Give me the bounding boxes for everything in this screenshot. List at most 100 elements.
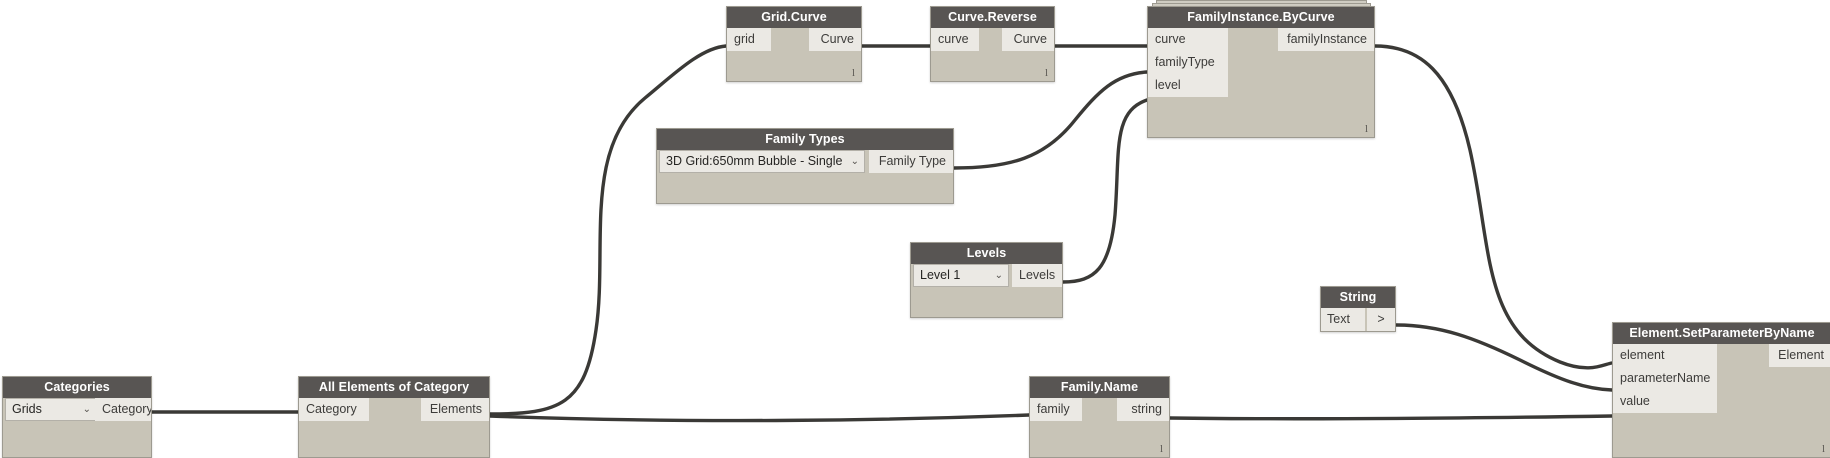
- node-title-family-name: Family.Name: [1030, 377, 1169, 398]
- port-out-familytypes-familytype[interactable]: Family Type: [869, 150, 953, 173]
- ports-family-instance-by-curve: curve familyInstance familyType level: [1148, 28, 1374, 97]
- categories-dropdown-value: Grids: [12, 402, 42, 416]
- node-foot-family-name: l: [1030, 421, 1169, 457]
- node-foot-family-types: [657, 173, 953, 203]
- port-in-gridcurve-grid[interactable]: grid: [727, 28, 771, 51]
- wire-familyinstance-to-setparameter: [1373, 44, 1614, 370]
- node-levels[interactable]: Levels Level 1 ⌄ Levels: [910, 242, 1063, 318]
- port-row-familyinstance-1: familyType: [1148, 51, 1374, 74]
- node-string[interactable]: String Text >: [1320, 286, 1396, 332]
- port-out-curvereverse-curve[interactable]: Curve: [1002, 28, 1054, 51]
- wire-familytypes-to-familyinstance: [952, 70, 1149, 170]
- port-out-gridcurve-curve[interactable]: Curve: [809, 28, 861, 51]
- ports-string: Text >: [1321, 308, 1395, 331]
- node-family-types[interactable]: Family Types 3D Grid:650mm Bubble - Sing…: [656, 128, 954, 204]
- node-foot-grid-curve: l: [727, 51, 861, 81]
- port-row-string-0: Text >: [1321, 308, 1395, 331]
- node-foot-levels: [911, 287, 1062, 317]
- port-row-curvereverse-0: curve Curve: [931, 28, 1054, 51]
- node-family-name[interactable]: Family.Name family string l: [1029, 376, 1170, 458]
- node-element-set-parameter-by-name[interactable]: Element.SetParameterByName element Eleme…: [1612, 322, 1830, 458]
- wire-allelements-to-familyname: [488, 413, 1031, 423]
- port-out-categories-category[interactable]: Category: [95, 398, 151, 421]
- node-foot-family-instance-by-curve: l: [1148, 97, 1374, 137]
- node-body-family-types: 3D Grid:650mm Bubble - Single ⌄ Family T…: [657, 150, 953, 203]
- chevron-down-icon: ⌄: [994, 270, 1003, 281]
- node-body-family-name: family string l: [1030, 398, 1169, 457]
- string-text-input[interactable]: Text: [1321, 308, 1365, 331]
- node-body-element-set-parameter-by-name: element Element parameterName value l: [1613, 344, 1830, 457]
- levels-dropdown-value: Level 1: [920, 268, 961, 282]
- port-row-setparameter-2: value: [1613, 390, 1830, 413]
- port-row-categories-0: Grids ⌄ Category: [3, 398, 151, 421]
- node-title-curve-reverse: Curve.Reverse: [931, 7, 1054, 28]
- node-foot-element-set-parameter-by-name: l: [1613, 413, 1830, 457]
- port-in-familyname-family[interactable]: family: [1030, 398, 1082, 421]
- port-row-familyinstance-0: curve familyInstance: [1148, 28, 1374, 51]
- port-in-allelements-category[interactable]: Category: [299, 398, 369, 421]
- port-row-allelements-0: Category Elements: [299, 398, 489, 421]
- node-body-curve-reverse: curve Curve l: [931, 28, 1054, 81]
- node-family-instance-by-curve[interactable]: FamilyInstance.ByCurve curve familyInsta…: [1147, 6, 1375, 138]
- port-out-familyname-string[interactable]: string: [1117, 398, 1169, 421]
- node-title-element-set-parameter-by-name: Element.SetParameterByName: [1613, 323, 1830, 344]
- node-body-grid-curve: grid Curve l: [727, 28, 861, 81]
- ports-all-elements-of-category: Category Elements: [299, 398, 489, 421]
- wire-familyname-to-setparameter: [1168, 414, 1614, 421]
- lacing-indicator-curve-reverse: l: [1044, 67, 1048, 79]
- port-in-familyinstance-familytype[interactable]: familyType: [1148, 51, 1228, 74]
- levels-dropdown[interactable]: Level 1 ⌄: [913, 264, 1009, 287]
- port-row-familytypes-0: 3D Grid:650mm Bubble - Single ⌄ Family T…: [657, 150, 953, 173]
- node-title-string: String: [1321, 287, 1395, 308]
- port-out-familyinstance-familyinstance[interactable]: familyInstance: [1278, 28, 1374, 51]
- node-foot-categories: [3, 421, 151, 457]
- node-body-categories: Grids ⌄ Category: [3, 398, 151, 457]
- node-body-all-elements-of-category: Category Elements: [299, 398, 489, 457]
- port-row-familyinstance-2: level: [1148, 74, 1374, 97]
- port-row-setparameter-1: parameterName: [1613, 367, 1830, 390]
- port-row-setparameter-0: element Element: [1613, 344, 1830, 367]
- port-in-curvereverse-curve[interactable]: curve: [931, 28, 979, 51]
- node-all-elements-of-category[interactable]: All Elements of Category Category Elemen…: [298, 376, 490, 458]
- node-grid-curve[interactable]: Grid.Curve grid Curve l: [726, 6, 862, 82]
- port-row-gridcurve-0: grid Curve: [727, 28, 861, 51]
- node-title-categories: Categories: [3, 377, 151, 398]
- node-curve-reverse[interactable]: Curve.Reverse curve Curve l: [930, 6, 1055, 82]
- family-types-dropdown[interactable]: 3D Grid:650mm Bubble - Single ⌄: [659, 150, 865, 173]
- port-in-familyinstance-curve[interactable]: curve: [1148, 28, 1228, 51]
- port-out-levels-levels[interactable]: Levels: [1012, 264, 1062, 287]
- port-in-setparameter-value[interactable]: value: [1613, 390, 1717, 413]
- node-title-family-types: Family Types: [657, 129, 953, 150]
- ports-grid-curve: grid Curve: [727, 28, 861, 51]
- node-foot-curve-reverse: l: [931, 51, 1054, 81]
- node-foot-all-elements-of-category: [299, 421, 489, 457]
- lacing-indicator-family-name: l: [1159, 443, 1163, 455]
- node-categories[interactable]: Categories Grids ⌄ Category: [2, 376, 152, 458]
- port-out-allelements-elements[interactable]: Elements: [421, 398, 489, 421]
- port-in-familyinstance-level[interactable]: level: [1148, 74, 1228, 97]
- chevron-down-icon: ⌄: [850, 156, 859, 167]
- wire-string-to-setparameter: [1394, 323, 1614, 392]
- port-in-setparameter-parametername[interactable]: parameterName: [1613, 367, 1717, 390]
- chevron-down-icon: ⌄: [82, 404, 91, 415]
- lacing-indicator-family-instance-by-curve: l: [1364, 123, 1368, 135]
- wire-levels-to-familyinstance: [1061, 98, 1149, 284]
- node-body-family-instance-by-curve: curve familyInstance familyType level l: [1148, 28, 1374, 137]
- ports-levels: Level 1 ⌄ Levels: [911, 264, 1062, 287]
- port-in-setparameter-element[interactable]: element: [1613, 344, 1717, 367]
- lacing-indicator-grid-curve: l: [851, 67, 855, 79]
- port-out-setparameter-element[interactable]: Element: [1769, 344, 1830, 367]
- categories-dropdown[interactable]: Grids ⌄: [5, 398, 97, 421]
- ports-categories: Grids ⌄ Category: [3, 398, 151, 421]
- wire-allelements-to-gridcurve: [488, 44, 728, 416]
- node-title-grid-curve: Grid.Curve: [727, 7, 861, 28]
- family-types-dropdown-value: 3D Grid:650mm Bubble - Single: [666, 154, 843, 168]
- ports-element-set-parameter-by-name: element Element parameterName value: [1613, 344, 1830, 413]
- node-body-string: Text >: [1321, 308, 1395, 331]
- node-title-levels: Levels: [911, 243, 1062, 264]
- port-out-string-value[interactable]: >: [1367, 308, 1395, 331]
- ports-family-name: family string: [1030, 398, 1169, 421]
- node-title-family-instance-by-curve: FamilyInstance.ByCurve: [1148, 7, 1374, 28]
